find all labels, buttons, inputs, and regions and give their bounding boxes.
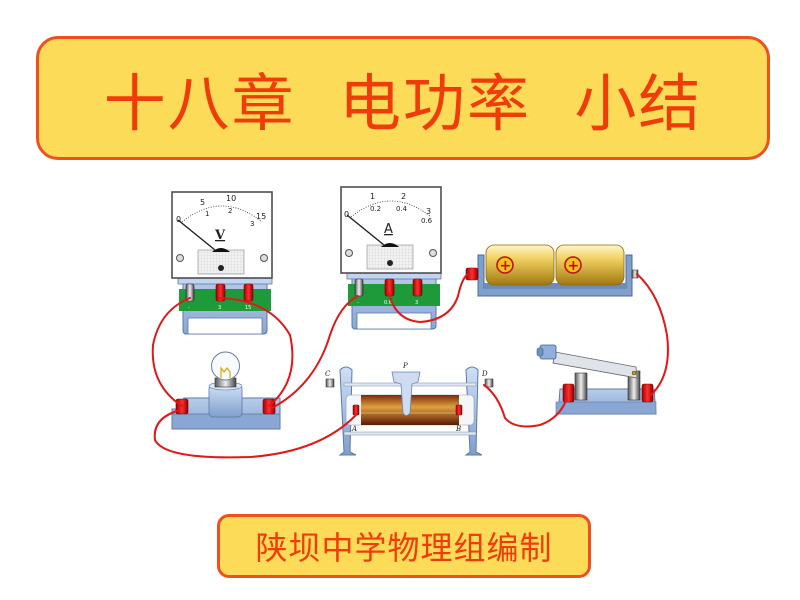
rheostat-label-a: A	[351, 425, 357, 433]
ammeter-terminal-3[interactable]	[412, 278, 423, 297]
footer-banner: 陕坝中学物理组编制	[217, 514, 591, 578]
voltmeter-terminal-negative[interactable]	[185, 283, 195, 302]
wire-voltmeter-neg-to-lamp	[151, 297, 191, 407]
wire-voltmeter-3-to-lamp	[219, 297, 294, 407]
rheostat-label-p: P	[402, 362, 408, 370]
ammeter: 0 1 2 3 0.2 0.4 0.6 A - 0.6 3	[340, 186, 442, 330]
ammeter-scale-0-4: 0.4	[396, 205, 408, 213]
wire-ammeter-to-battery	[388, 273, 469, 324]
rheostat-terminal-c[interactable]	[325, 378, 335, 388]
rheostat-terminal-a[interactable]	[352, 404, 360, 416]
rheostat-terminal-b[interactable]	[455, 404, 463, 416]
rheostat-label-c: C	[325, 370, 331, 378]
voltmeter-terminal-label-15: 15	[245, 305, 251, 311]
voltmeter-needle	[177, 219, 216, 251]
slide-title: 十八章 电功率 小结	[103, 67, 703, 140]
ammeter-terminal-negative[interactable]	[354, 278, 364, 297]
voltmeter-terminal-15[interactable]	[243, 283, 254, 302]
footer-credit: 陕坝中学物理组编制	[255, 529, 553, 567]
ammeter-needle	[346, 214, 385, 246]
ammeter-scale-0-2: 0.2	[370, 205, 381, 213]
ammeter-symbol: A	[384, 222, 393, 237]
title-banner: 十八章 电功率 小结	[36, 36, 770, 160]
battery-cell-1: +	[485, 244, 555, 286]
voltmeter-terminal-label-neg: -	[188, 305, 190, 311]
ammeter-terminal-label-neg: -	[357, 300, 359, 306]
ammeter-scale-3: 3	[426, 207, 431, 216]
lamp-bulb	[211, 351, 240, 381]
wire-ammeter-neg-to-lamp	[271, 295, 359, 409]
ammeter-terminal-label-0-6: 0.6	[384, 300, 392, 306]
lamp	[171, 351, 281, 430]
rheostat: P C D A B	[325, 362, 494, 456]
voltmeter-scale-1: 1	[205, 210, 209, 218]
switch-terminal-left[interactable]	[562, 383, 575, 403]
voltmeter-scale-10: 10	[226, 194, 236, 203]
ammeter-scale-1: 1	[370, 192, 375, 201]
voltmeter-scale-0: 0	[176, 215, 181, 224]
knife-switch	[536, 344, 657, 415]
rheostat-label-d: D	[481, 370, 488, 378]
rheostat-slider[interactable]	[391, 371, 421, 416]
voltmeter-scale-15: 15	[256, 212, 266, 221]
battery-cell-2: +	[555, 244, 625, 286]
voltmeter: 0 5 10 15 1 2 3 V - 3 15	[171, 191, 273, 335]
voltmeter-scale-3: 3	[250, 220, 254, 228]
voltmeter-symbol: V	[214, 228, 226, 243]
rheostat-label-b: B	[455, 425, 461, 433]
switch-blade[interactable]	[552, 351, 638, 379]
voltmeter-terminal-label-3: 3	[218, 305, 221, 311]
rheostat-terminal-d[interactable]	[484, 378, 494, 388]
voltmeter-terminal-3[interactable]	[215, 283, 226, 302]
wire-rheostat-to-switch	[483, 384, 568, 428]
ammeter-scale-2: 2	[401, 192, 406, 201]
voltmeter-scale-2: 2	[228, 207, 232, 215]
battery-terminal-positive[interactable]	[465, 267, 479, 281]
battery-cell-2-plus-symbol: +	[568, 258, 580, 274]
ammeter-scale-0-6: 0.6	[421, 217, 433, 225]
switch-terminal-right[interactable]	[641, 383, 654, 403]
ammeter-terminal-label-3: 3	[415, 300, 418, 306]
wire-lamp-to-rheostat	[153, 409, 357, 459]
battery-box: + +	[465, 244, 639, 297]
voltmeter-scale-5: 5	[200, 198, 205, 207]
battery-cell-1-plus-symbol: +	[500, 258, 512, 274]
ammeter-scale-0: 0	[344, 210, 349, 219]
wire-battery-to-switch	[636, 273, 669, 396]
wires	[151, 273, 669, 459]
